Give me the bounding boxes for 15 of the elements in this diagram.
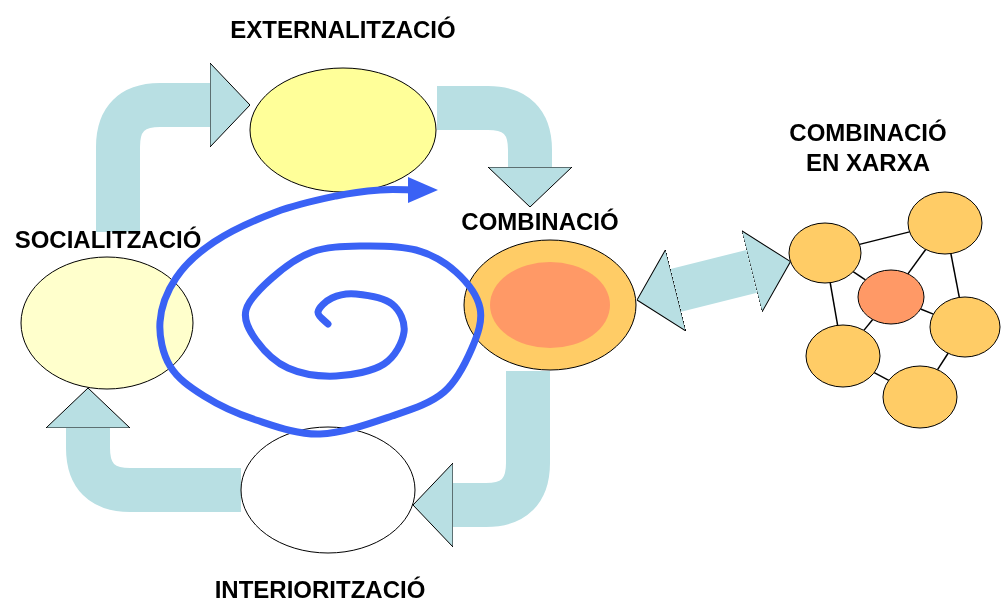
stage-heading: EXTERNALITZACIÓ (230, 16, 456, 44)
connector-line (907, 248, 927, 275)
connector-line (936, 352, 949, 371)
stage-heading: INTERIORITZACIÓ (214, 576, 426, 604)
connector-line (950, 252, 961, 299)
block-arrow (636, 230, 791, 332)
connector-line (873, 371, 890, 382)
stage-heading: SOCIALITZACIÓ (14, 226, 202, 254)
block-arrow (412, 371, 550, 548)
connector-line (858, 231, 911, 246)
stage-heading: COMBINACIÓ (461, 208, 619, 236)
connector-line (852, 271, 867, 281)
connector-line (863, 318, 874, 332)
network-heading: COMBINACIÓ EN XARXA (788, 118, 948, 178)
connector-line (829, 281, 839, 327)
